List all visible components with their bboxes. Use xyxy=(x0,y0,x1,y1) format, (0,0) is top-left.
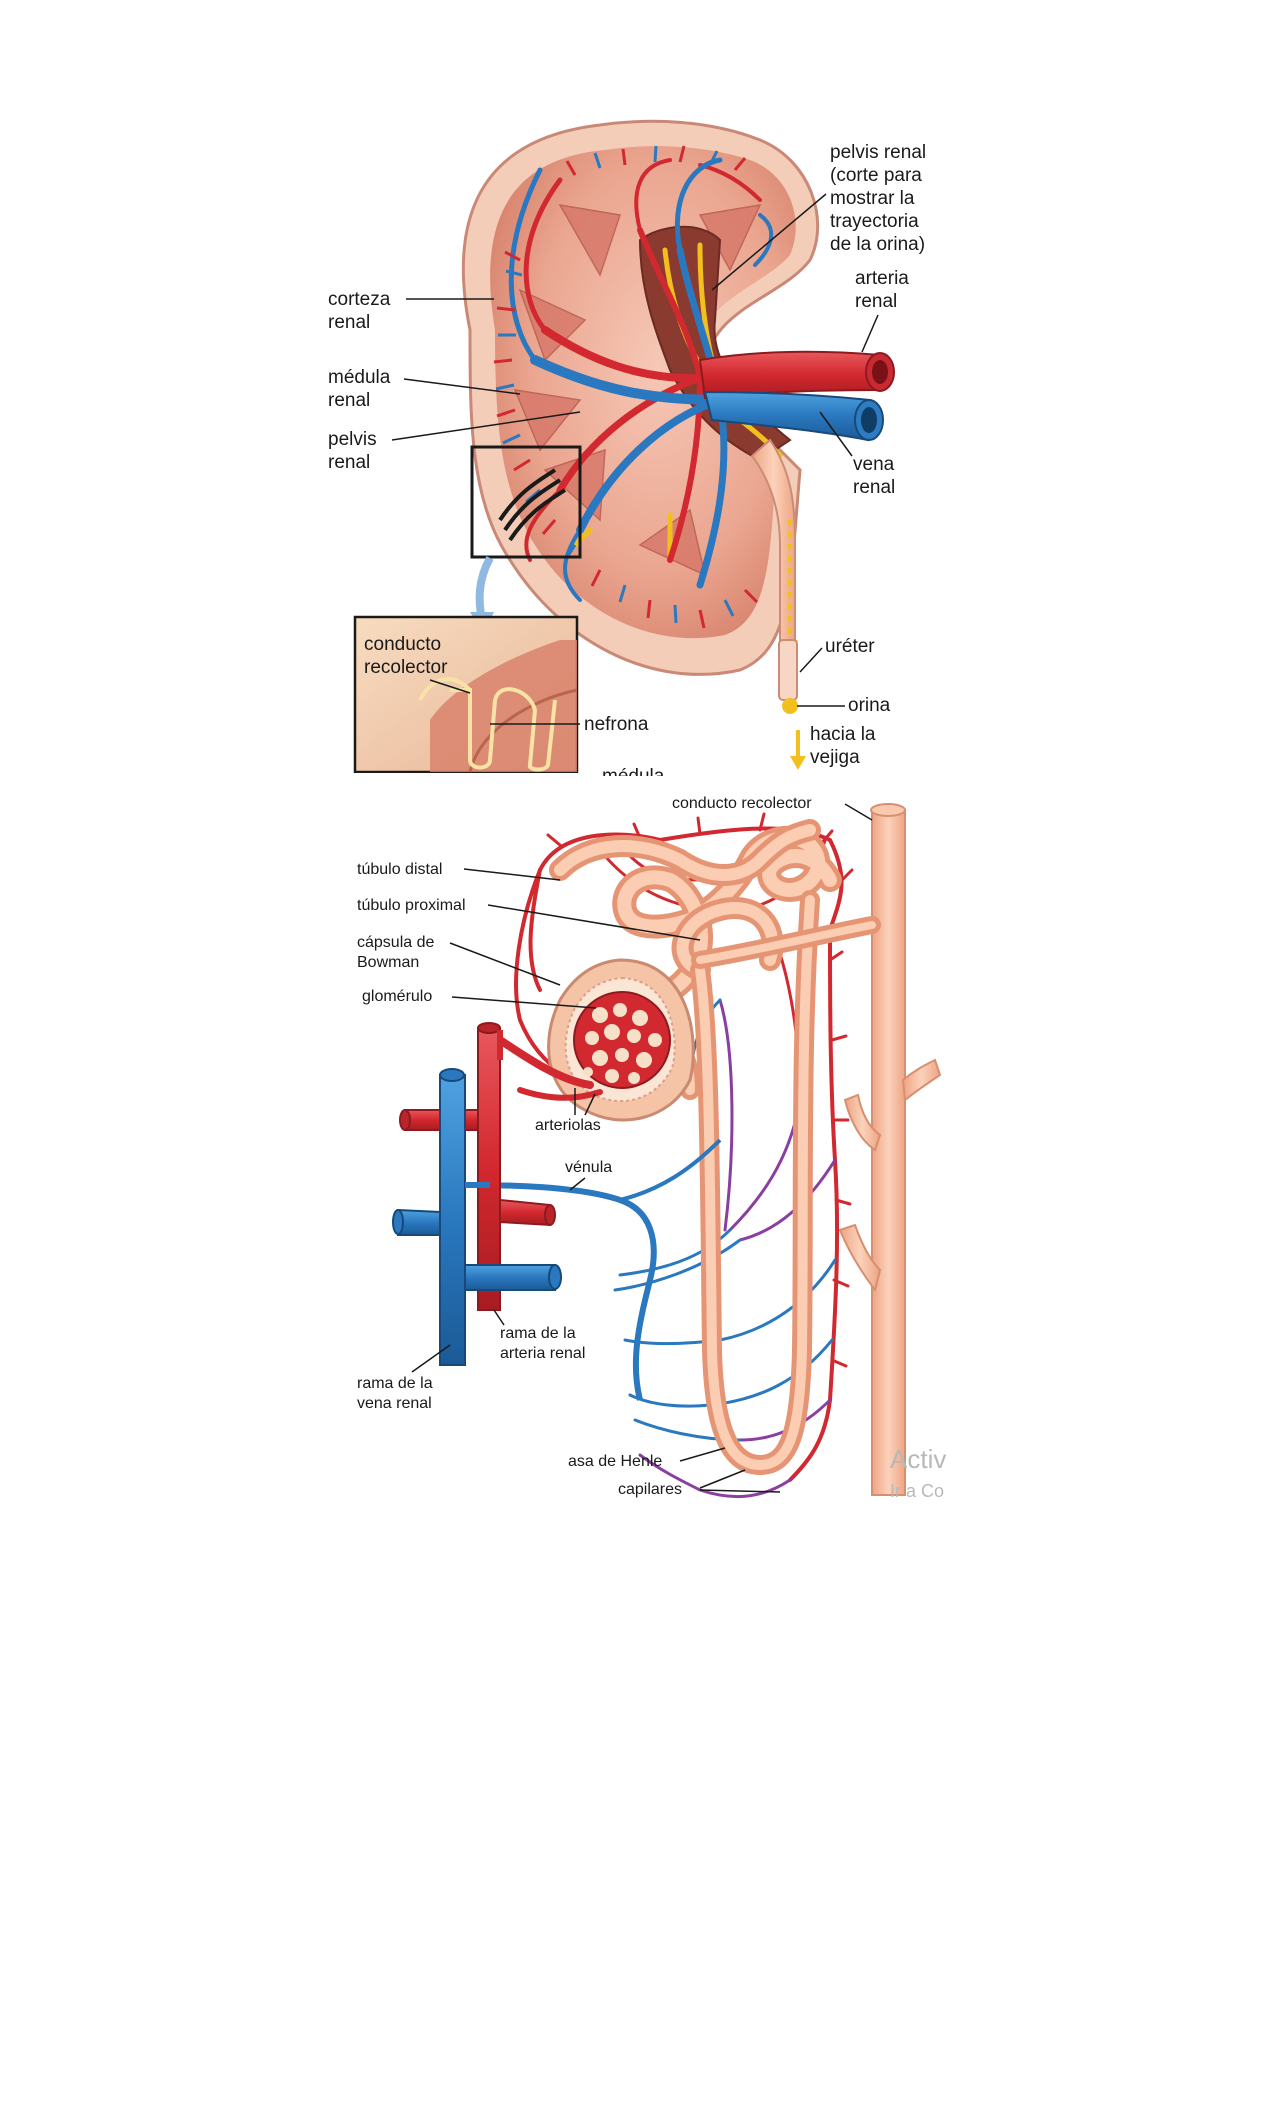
svg-text:túbulo distal: túbulo distal xyxy=(357,861,442,878)
label-conducto-inset: conducto recolector xyxy=(364,634,471,694)
svg-text:uréter: uréter xyxy=(825,636,875,657)
label-nefrona: nefrona xyxy=(490,714,649,735)
svg-text:conducto recolector: conducto recolector xyxy=(672,795,812,812)
svg-text:trayectoria: trayectoria xyxy=(830,211,919,232)
svg-text:conducto: conducto xyxy=(364,634,441,655)
label-ureter: uréter xyxy=(799,636,875,673)
svg-text:rama de la: rama de la xyxy=(500,1325,576,1342)
label-capilares: capilares xyxy=(618,1469,781,1498)
label-arteriolas: arteriolas xyxy=(535,1088,601,1134)
svg-text:renal: renal xyxy=(855,291,897,312)
svg-text:(corte para: (corte para xyxy=(830,165,922,186)
svg-text:renal: renal xyxy=(328,390,370,411)
svg-text:Ir a Co: Ir a Co xyxy=(890,1481,944,1501)
label-vejiga: hacia la vejiga xyxy=(810,724,876,768)
nephron-illustration xyxy=(392,803,942,1499)
arterioles xyxy=(496,868,603,1101)
svg-text:mostrar la: mostrar la xyxy=(830,188,915,209)
detail-square xyxy=(470,445,582,559)
svg-text:renal: renal xyxy=(328,312,370,333)
nephron-inset xyxy=(353,615,579,774)
label-tubulo-distal: túbulo distal xyxy=(357,861,561,881)
label-medula: médula renal xyxy=(328,367,521,411)
svg-text:médula: médula xyxy=(328,367,391,388)
venule xyxy=(469,1182,657,1401)
label-orina: orina xyxy=(848,695,891,716)
svg-text:rama de la: rama de la xyxy=(357,1375,433,1392)
svg-text:vena: vena xyxy=(853,454,895,475)
vein-branch xyxy=(392,1068,562,1366)
cortical-vessels xyxy=(493,145,759,629)
down-arrow-icon xyxy=(790,730,806,770)
svg-text:asa de Henle: asa de Henle xyxy=(568,1453,662,1470)
label-vena: vena renal xyxy=(819,411,895,498)
label-arteria: arteria renal xyxy=(855,268,909,353)
renal-vein xyxy=(703,390,884,442)
svg-text:vénula: vénula xyxy=(565,1159,612,1176)
svg-text:Bowman: Bowman xyxy=(357,954,419,971)
label-asa-henle: asa de Henle xyxy=(568,1447,726,1470)
svg-text:pelvis renal: pelvis renal xyxy=(830,142,926,163)
svg-text:pelvis: pelvis xyxy=(328,429,377,450)
ureter xyxy=(750,438,845,714)
kidney-labels: pelvis renal (corte para mostrar la tray… xyxy=(328,142,926,787)
svg-text:túbulo proximal: túbulo proximal xyxy=(357,897,466,914)
label-venula: vénula xyxy=(565,1159,612,1191)
svg-text:glomérulo: glomérulo xyxy=(362,988,432,1005)
svg-text:nefrona: nefrona xyxy=(584,714,649,735)
renal-artery xyxy=(698,350,895,400)
urine-drop xyxy=(782,698,798,714)
svg-text:vejiga: vejiga xyxy=(810,747,860,768)
svg-text:arteria renal: arteria renal xyxy=(500,1345,585,1362)
label-tubulo-proximal: túbulo proximal xyxy=(357,897,701,941)
svg-text:Activ: Activ xyxy=(890,1444,946,1474)
glomerulus xyxy=(573,991,671,1089)
svg-text:renal: renal xyxy=(328,452,370,473)
label-conducto-recolector: conducto recolector xyxy=(672,795,873,821)
svg-text:cápsula de: cápsula de xyxy=(357,934,434,951)
activation-watermark: Activ Ir a Co xyxy=(890,1444,946,1501)
zoom-arrow-icon xyxy=(475,556,494,621)
label-capsula: cápsula de Bowman xyxy=(357,934,561,986)
label-pelvis-left: pelvis renal xyxy=(328,411,581,473)
label-pelvis-top: pelvis renal (corte para mostrar la tray… xyxy=(711,142,926,291)
label-rama-vena: rama de la vena renal xyxy=(357,1344,451,1412)
nephron-labels: conducto recolector túbulo distal túbulo… xyxy=(357,795,873,1498)
kidney-illustration xyxy=(353,119,895,774)
svg-text:arteriolas: arteriolas xyxy=(535,1117,601,1134)
svg-text:capilares: capilares xyxy=(618,1481,682,1498)
label-corteza: corteza renal xyxy=(328,289,494,333)
svg-text:vena renal: vena renal xyxy=(357,1395,432,1412)
svg-text:de la orina): de la orina) xyxy=(830,234,925,255)
svg-text:corteza: corteza xyxy=(328,289,391,310)
svg-text:renal: renal xyxy=(853,477,895,498)
svg-text:recolector: recolector xyxy=(364,657,448,678)
svg-text:arteria: arteria xyxy=(855,268,909,289)
label-glomerulo: glomérulo xyxy=(362,988,597,1009)
svg-text:hacia la: hacia la xyxy=(810,724,876,745)
collecting-duct xyxy=(838,803,942,1496)
label-rama-arteria: rama de la arteria renal xyxy=(493,1309,585,1362)
